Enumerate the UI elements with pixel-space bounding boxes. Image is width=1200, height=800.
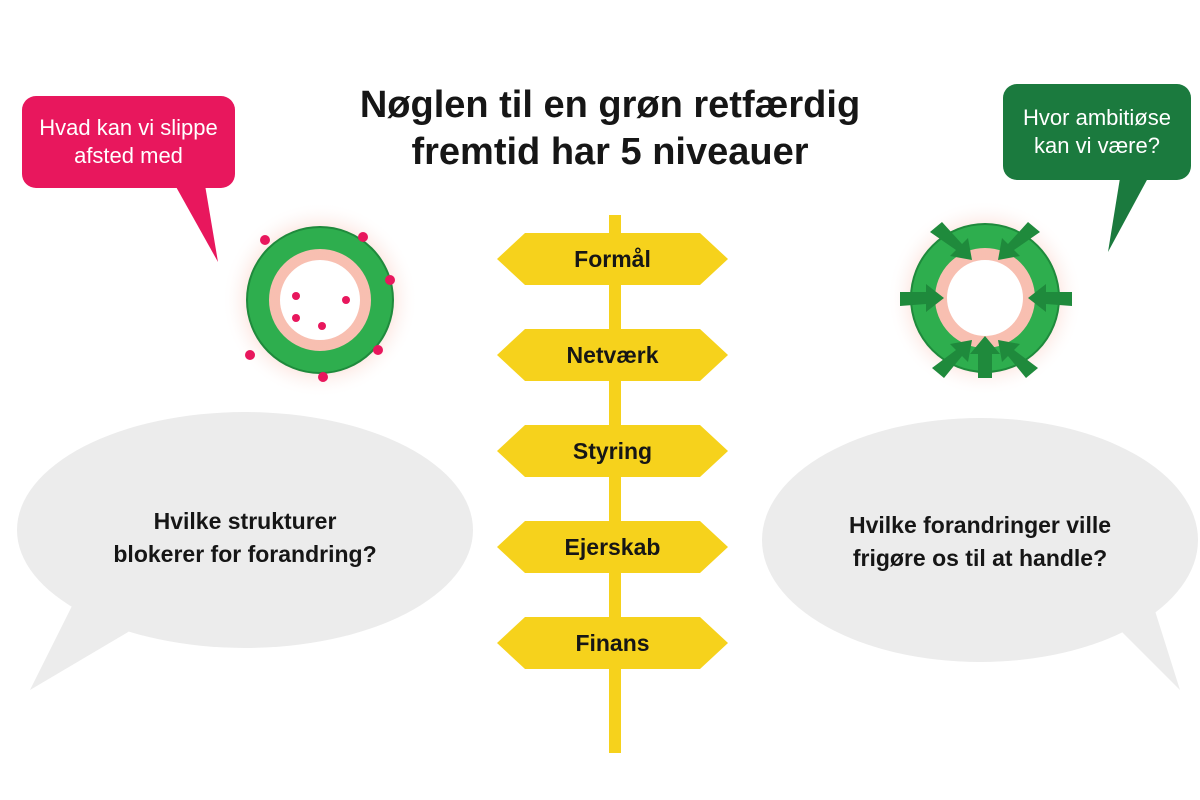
shortfall-dot [260,235,270,245]
signpost-label-2: Netværk [566,342,659,368]
left-cloud-shape [17,412,473,690]
right-cloud-line-2: frigøre os til at handle? [852,545,1108,571]
inward-arrows [900,222,1072,378]
signpost-signs [497,233,728,669]
right-bubble-line-1: Hvor ambitiøse [1023,105,1171,130]
right-cloud-text: Hvilke forandringer ville frigøre os til… [790,509,1170,575]
right-cloud-line-1: Hvilke forandringer ville [848,512,1112,538]
signpost-sign-2 [497,329,728,381]
left-bubble-line-1: Hvad kan vi slippe [39,115,218,140]
shortfall-dot [245,350,255,360]
signpost-label-3: Styring [572,438,653,464]
shortfall-dot [342,296,350,304]
left-cloud-line-2: blokerer for forandring? [113,541,377,567]
signpost-sign-3 [497,425,728,477]
shortfall-dot [292,314,300,322]
shortfall-dot [318,322,326,330]
right-cloud-shape [762,418,1198,690]
title-line-2: fremtid har 5 niveauer [411,131,809,173]
signpost-sign-4 [497,521,728,573]
signpost-label-1: Formål [574,246,651,272]
left-speech-bubble-shape [22,96,235,262]
shortfall-dot [358,232,368,242]
left-bubble-text: Hvad kan vi slippe afsted med [22,114,235,170]
shortfall-dot [318,372,328,382]
signpost-sign-5 [497,617,728,669]
right-doughnut-diagram [887,200,1083,396]
title-line-1: Nøglen til en grøn retfærdig [359,84,861,126]
right-speech-bubble-shape [1003,84,1191,252]
diagram-title: Nøglen til en grøn retfærdig fremtid har… [300,82,920,176]
shortfall-dot [373,345,383,355]
left-bubble-line-2: afsted med [74,143,183,168]
left-cloud-text: Hvilke strukturer blokerer for forandrin… [60,505,430,571]
signpost-label-5: Finans [575,630,650,656]
signpost-pole [609,215,621,753]
shortfall-dot [385,275,395,285]
left-doughnut-diagram [222,202,418,398]
left-cloud-line-1: Hvilke strukturer [153,508,337,534]
right-bubble-text: Hvor ambitiøse kan vi være? [1003,104,1191,160]
signpost-sign-1 [497,233,728,285]
shortfall-dot [292,292,300,300]
right-bubble-line-2: kan vi være? [1034,133,1160,158]
signpost-label-4: Ejerskab [564,534,661,560]
